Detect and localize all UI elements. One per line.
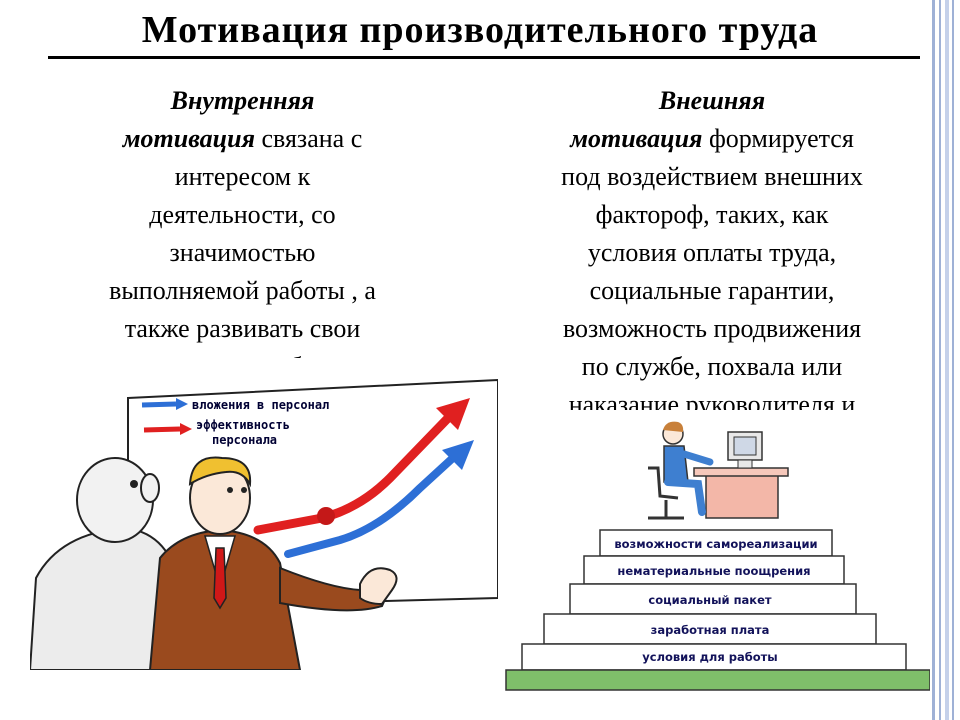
extrinsic-term-2: мотивация [570, 124, 703, 153]
board-label-investment: вложения в персонал [192, 398, 329, 412]
pyramid-step: возможности самореализации [599, 529, 833, 557]
intrinsic-line: интересом к [174, 162, 311, 191]
extrinsic-line: социальные гарантии, [589, 276, 835, 305]
extrinsic-line: по службе, похвала или [581, 352, 843, 381]
intrinsic-line: выполняемой работы , а [109, 276, 376, 305]
svg-text:нематериальные поощрения: нематериальные поощрения [617, 564, 810, 578]
bald-man-figure [30, 457, 192, 670]
intrinsic-line: деятельности, со [149, 200, 336, 229]
extrinsic-line: условия оплаты труда, [587, 238, 837, 267]
board-label-efficiency-1: эффективность [196, 418, 290, 432]
pyramid-step: нематериальные поощрения [583, 555, 845, 585]
extrinsic-line: возможность продвижения [562, 314, 862, 343]
extrinsic-text-2: формируется [702, 124, 854, 153]
presenter-figure [148, 456, 398, 670]
extrinsic-term-1: Внешняя [658, 86, 766, 115]
intrinsic-term-1: Внутренняя [170, 86, 315, 115]
intrinsic-line: значимостью [169, 238, 316, 267]
intrinsic-line: также развивать свои [124, 314, 361, 343]
svg-text:условия для работы: условия для работы [642, 650, 777, 664]
svg-text:социальный пакет: социальный пакет [648, 593, 771, 607]
svg-text:возможности самореализации: возможности самореализации [614, 537, 817, 551]
extrinsic-line: под воздействием внешних [561, 162, 863, 191]
board-label-efficiency-2: персонала [212, 433, 277, 447]
growth-blue-arrow [284, 440, 474, 558]
intrinsic-text-2: связана с [255, 124, 363, 153]
slide-frame-right [930, 0, 960, 720]
title-underline [48, 56, 920, 59]
intrinsic-term-2: мотивация [122, 124, 255, 153]
investment-arrow [141, 398, 188, 410]
intrinsic-motivation-text: Внутренняя мотивация связана с интересом… [40, 82, 445, 386]
efficiency-arrow [143, 423, 192, 435]
ground [505, 669, 930, 691]
svg-text:заработная плата: заработная плата [651, 623, 770, 637]
desk-worker [648, 421, 789, 520]
slide-title: Мотивация производительного труда [141, 9, 819, 51]
growth-red-arrow [253, 398, 470, 535]
presentation-illustration: вложения в персонал эффективность персон… [30, 358, 498, 670]
pyramid-step: заработная плата [543, 613, 877, 645]
extrinsic-motivation-text: Внешняя мотивация формируется под воздей… [492, 82, 932, 424]
motivation-pyramid-illustration: возможности самореализации нематериальны… [498, 410, 930, 692]
pyramid-step: социальный пакет [569, 583, 857, 615]
extrinsic-line: фактороф, таких, как [595, 200, 829, 229]
pyramid-step: условия для работы [521, 643, 907, 671]
